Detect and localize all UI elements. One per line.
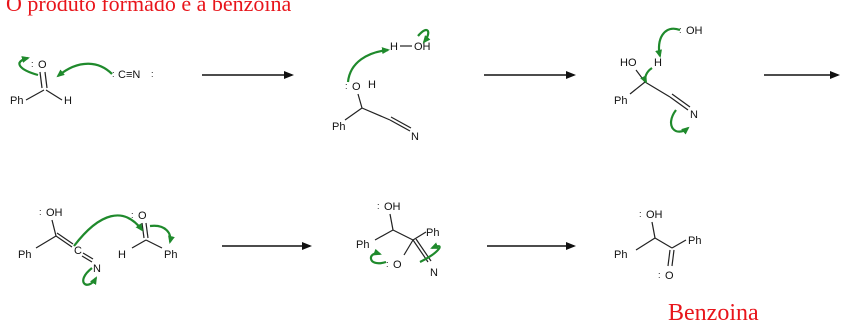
atom-H-2: H (368, 79, 376, 91)
svg-text::: : (151, 69, 154, 79)
atom-O-2: O (352, 81, 361, 93)
cyanohydrin-hydroxide: OH : HO H Ph N (614, 25, 703, 135)
atom-N-5: N (430, 267, 438, 279)
atom-Ph-5: Ph (356, 239, 369, 251)
atom-Ph-2: Ph (332, 121, 345, 133)
atom-Ph-6: Ph (614, 249, 627, 261)
alkoxide-adduct: OH : Ph Ph O : N (356, 201, 441, 279)
product-label: Benzoina (668, 300, 759, 326)
svg-text::: : (31, 59, 34, 69)
atom-OH-6: OH (646, 209, 663, 221)
atom-C-4: C (74, 245, 82, 257)
svg-text::: : (39, 207, 42, 217)
atom-Ph-4b: Ph (164, 249, 177, 261)
atom-O-5: O (393, 259, 402, 271)
atom-O-4b: O (138, 210, 147, 222)
alkoxide-water: H OH O : H Ph N (332, 28, 431, 143)
atom-HO-3: HO (620, 57, 637, 69)
benzoin: OH : Ph Ph O : (614, 209, 701, 282)
atom-N-2: N (411, 131, 419, 143)
water-H: H (390, 41, 398, 53)
atom-OH-5: OH (384, 201, 401, 213)
atom-H-3: H (654, 57, 662, 69)
cyanide-1: C≡N (118, 69, 140, 81)
benzaldehyde-cyanide: O : Ph H C≡N : : (10, 56, 154, 107)
svg-text::: : (377, 201, 380, 211)
atom-Ph-4: Ph (18, 249, 31, 261)
page-title: O produto formado é a benzoína (6, 0, 292, 16)
svg-text::: : (345, 81, 348, 91)
atom-N-3: N (690, 109, 698, 121)
hydroxide: OH (686, 25, 703, 37)
water-OH: OH (414, 41, 431, 53)
svg-text::: : (131, 210, 134, 220)
svg-text::: : (112, 69, 115, 79)
atom-Ph-3: Ph (614, 95, 627, 107)
svg-text::: : (658, 270, 661, 280)
atom-N-4: N (93, 263, 101, 275)
atom-H-4: H (118, 249, 126, 261)
atom-OH-4: OH (46, 207, 63, 219)
atom-Ph-5b: Ph (426, 227, 439, 239)
atom-H-1: H (64, 95, 72, 107)
atom-Ph-1: Ph (10, 95, 23, 107)
carbanion-benzaldehyde: OH : Ph C N O : H Ph (18, 207, 177, 286)
svg-text::: : (679, 25, 682, 35)
atom-O-1: O (38, 59, 47, 71)
atom-Ph-6b: Ph (688, 235, 701, 247)
atom-O-6: O (665, 270, 674, 282)
svg-text::: : (639, 209, 642, 219)
svg-text::: : (386, 259, 389, 269)
